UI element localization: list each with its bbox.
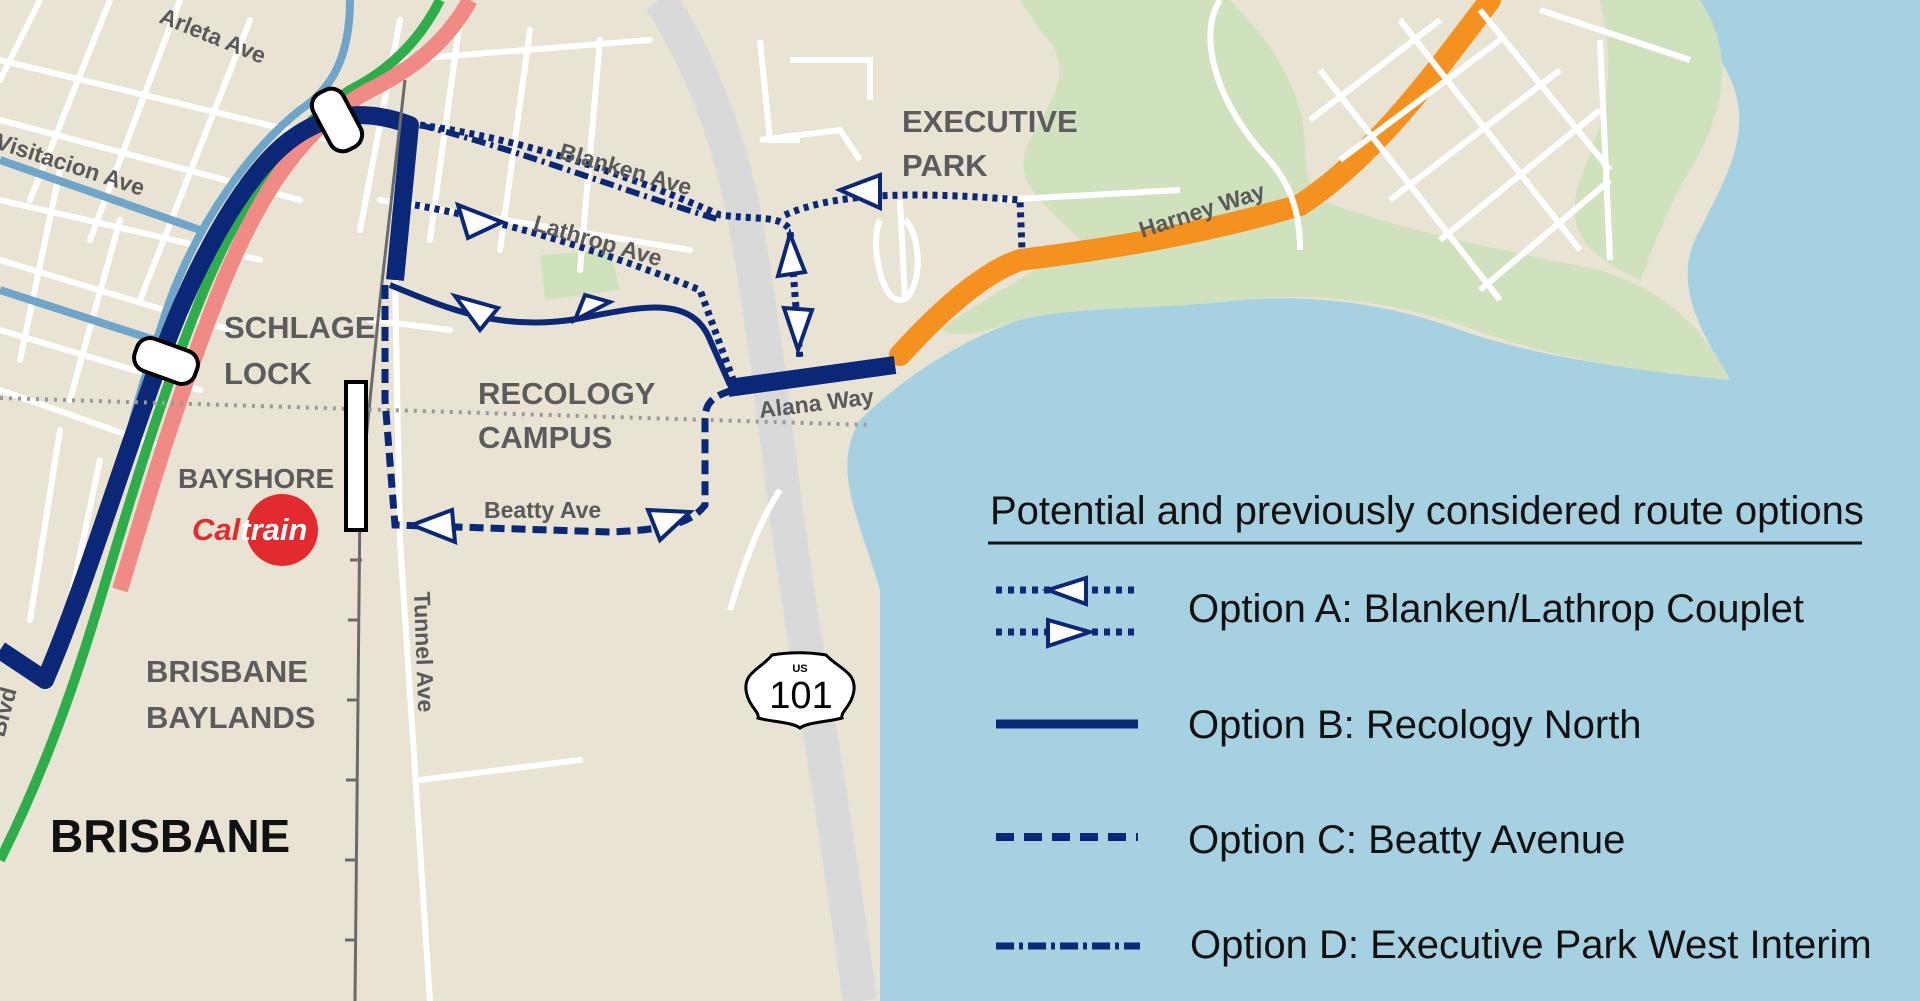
schlage-lock-label-2: LOCK <box>224 356 312 391</box>
park-area-north <box>1574 0 1723 280</box>
legend-label-option-d: Option D: Executive Park West Interim <box>1190 923 1872 967</box>
tunnel-ave-street <box>392 279 433 1001</box>
schlage-lock-label-1: SCHLAGE <box>224 310 376 345</box>
station-platform-north <box>309 86 365 154</box>
red-route <box>112 0 477 593</box>
rail-ticks <box>345 558 362 942</box>
us101-shield-icon: US 101 <box>744 651 856 730</box>
option-b-route <box>388 282 733 387</box>
legend-symbol-option-a <box>996 575 1136 649</box>
legend-label-option-c: Option C: Beatty Avenue <box>1188 818 1625 862</box>
caltrain-logo: Caltrain <box>192 494 318 566</box>
bay-water <box>847 298 1920 1001</box>
bayshore-platform <box>344 380 368 532</box>
legend-title: Potential and previously considered rout… <box>990 489 1864 533</box>
brisbane-city-label: BRISBANE <box>50 810 290 862</box>
route-direction-arrows <box>406 172 882 546</box>
recology-campus-label-2: CAMPUS <box>478 420 612 455</box>
caltrain-logo-cal: Cal <box>192 512 242 547</box>
bay-water-northeast <box>1687 0 1920 400</box>
route-options-legend: Potential and previously considered rout… <box>988 489 1872 967</box>
option-b-segment-alana <box>726 356 897 397</box>
us101-freeway <box>645 0 877 1001</box>
executive-park-label-1: EXECUTIVE <box>902 104 1078 139</box>
brisbane-baylands-label-2: BAYLANDS <box>146 700 315 735</box>
brisbane-baylands-label-1: BRISBANE <box>146 654 308 689</box>
caltrain-logo-circle <box>246 494 318 566</box>
caltrain-logo-train: train <box>240 512 307 547</box>
option-a-connector <box>783 191 1026 251</box>
option-a-lathrop <box>414 201 739 387</box>
bayshore-label: BAYSHORE <box>178 463 334 494</box>
caltrain-logo-text: Caltrain <box>192 512 307 547</box>
us101-shield-number: 101 <box>769 675 832 717</box>
caltrain-rail-line <box>353 79 407 1001</box>
street-grid-executive-park <box>727 0 1691 611</box>
station-platform-schlage <box>132 336 200 386</box>
beatty-ave-label: Beatty Ave <box>484 497 601 523</box>
green-route <box>0 0 445 863</box>
park-small <box>540 250 620 300</box>
legend-label-option-b: Option B: Recology North <box>1188 703 1642 747</box>
county-boundary <box>0 396 871 427</box>
option-d-route <box>419 122 721 223</box>
option-c-route <box>381 285 741 536</box>
park-area <box>940 0 1730 380</box>
tunnel-ave-label: Tunnel Ave <box>409 591 439 712</box>
option-a-blanken <box>419 121 804 361</box>
us101-shield-top: US <box>792 663 807 675</box>
executive-park-label-2: PARK <box>902 148 988 183</box>
legend-label-option-a: Option A: Blanken/Lathrop Couplet <box>1188 587 1804 631</box>
recology-campus-label-1: RECOLOGY <box>478 376 656 411</box>
